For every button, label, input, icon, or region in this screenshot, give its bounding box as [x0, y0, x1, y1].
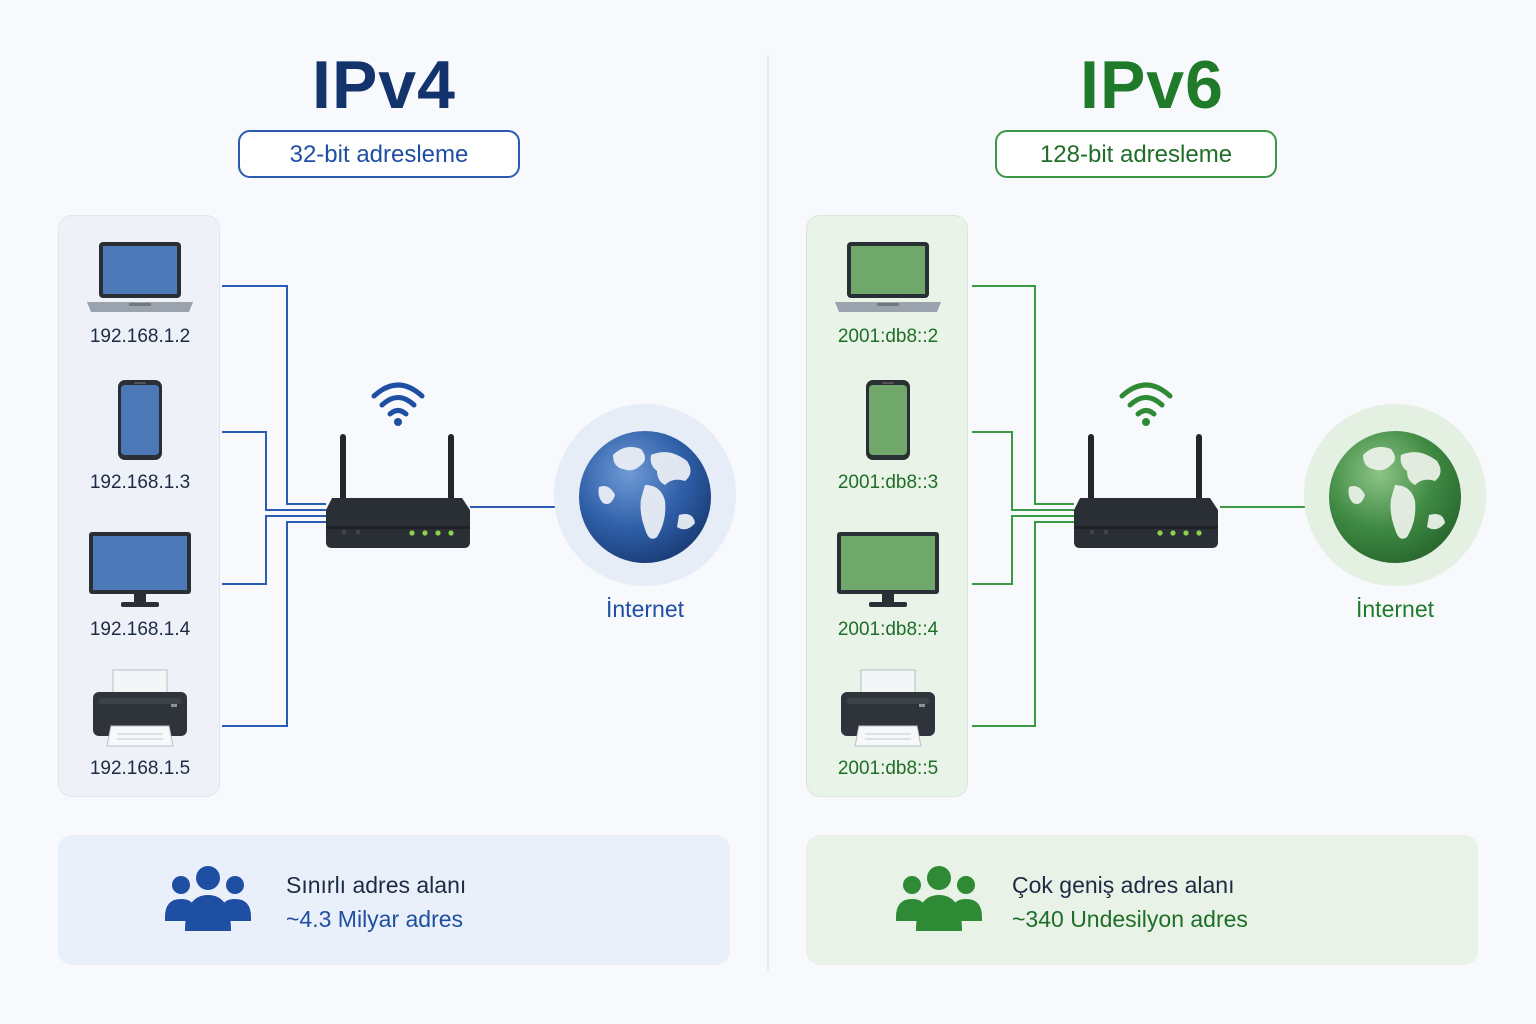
ipv6-panel: IPv6 128-bit adresleme 2001:db8::2 2001:… [768, 0, 1536, 1024]
device-address: 2001:db8::5 [837, 758, 939, 779]
ipv4-device-list: 192.168.1.2 192.168.1.3 192.168.1.4 192.… [58, 215, 220, 797]
ipv4-summary-card: Sınırlı adres alanı ~4.3 Milyar adres [58, 835, 730, 965]
monitor-icon [837, 532, 939, 607]
laptop-icon [87, 242, 193, 312]
ipv6-device-list: 2001:db8::2 2001:db8::3 2001:db8::4 2001… [806, 215, 968, 797]
center-divider [767, 55, 769, 970]
summary-value: ~4.3 Milyar adres [286, 906, 464, 932]
summary-value: ~340 Undesilyon adres [1012, 906, 1248, 932]
device-address: 192.168.1.4 [89, 619, 191, 640]
ipv4-panel: IPv4 32-bit adresleme 192.168.1.2 192.16… [58, 47, 736, 965]
wifi-icon [371, 382, 425, 426]
globe-icon [1304, 404, 1486, 586]
ipv4-connection-lines [222, 285, 555, 727]
users-icon [165, 866, 251, 931]
globe-icon [554, 404, 736, 586]
internet-label: İnternet [606, 596, 684, 622]
device-address: 192.168.1.3 [89, 472, 191, 493]
users-icon [896, 866, 982, 931]
ipv6-connection-lines [972, 285, 1305, 727]
smartphone-icon [118, 380, 162, 460]
ipv4-title: IPv4 [312, 47, 456, 123]
router-icon [326, 434, 470, 548]
device-address: 192.168.1.5 [89, 758, 191, 779]
monitor-icon [89, 532, 191, 607]
device-address: 192.168.1.2 [89, 326, 191, 347]
laptop-icon [835, 242, 941, 312]
device-address: 2001:db8::4 [837, 619, 939, 640]
smartphone-icon [866, 380, 910, 460]
ipv6-title: IPv6 [1080, 47, 1224, 123]
wifi-icon [1119, 382, 1173, 426]
device-address: 2001:db8::2 [837, 326, 939, 347]
printer-icon [93, 669, 187, 747]
ipv4-bits-badge: 32-bit adresleme [238, 130, 520, 178]
device-address: 2001:db8::3 [837, 472, 939, 493]
router-icon [1074, 434, 1218, 548]
summary-title: Sınırlı adres alanı [286, 872, 467, 898]
internet-label: İnternet [1356, 596, 1434, 622]
ipv6-summary-card: Çok geniş adres alanı ~340 Undesilyon ad… [806, 835, 1478, 965]
printer-icon [841, 669, 935, 747]
ipv6-bits-badge: 128-bit adresleme [995, 130, 1277, 178]
summary-title: Çok geniş adres alanı [1012, 872, 1235, 898]
